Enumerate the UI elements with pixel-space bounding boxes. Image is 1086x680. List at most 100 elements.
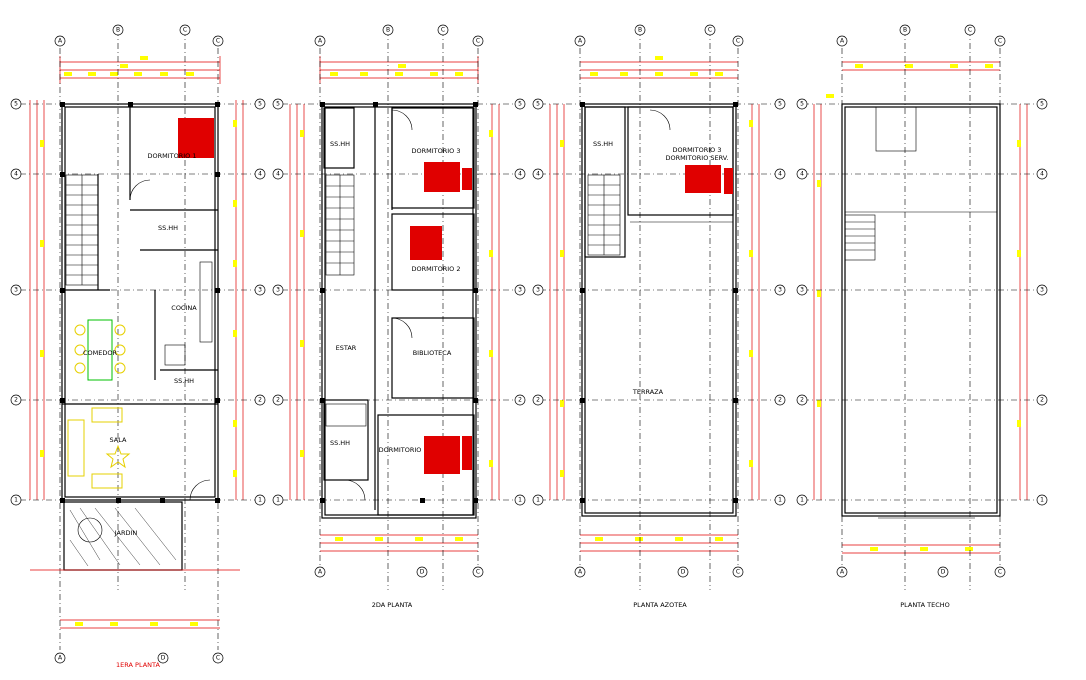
grid-axes [803,30,1038,590]
svg-text:C: C [441,27,445,34]
room-label: DORMITORIO 3 [672,146,721,154]
room-label: COCINA [171,304,197,312]
svg-text:4: 4 [14,171,18,178]
svg-text:2: 2 [518,397,522,404]
dimension-lines-sides [29,100,244,500]
svg-text:2: 2 [800,397,804,404]
walls [321,103,477,519]
svg-text:B: B [638,27,642,34]
grid-axes [282,30,515,590]
room-label: SS.HH [593,140,613,148]
grid-bubbles: A B C C 5 4 3 2 1 5 4 3 2 1 A D C [796,24,1048,578]
svg-text:C: C [998,38,1002,45]
svg-text:1: 1 [14,497,18,504]
svg-text:1: 1 [536,497,540,504]
svg-text:D: D [161,655,166,662]
svg-text:2: 2 [14,397,18,404]
svg-text:A: A [578,569,583,576]
grid-bubbles: A B C C 5 4 3 2 1 5 4 3 2 1 A D C [532,24,786,578]
plan-title: PLANTA AZOTEA [633,601,687,609]
dimension-lines-top [59,56,221,84]
svg-text:B: B [116,27,120,34]
svg-text:2: 2 [258,397,262,404]
svg-text:5: 5 [276,101,280,108]
svg-text:C: C [736,569,740,576]
svg-text:2: 2 [276,397,280,404]
svg-text:4: 4 [536,171,540,178]
room-label: TERRAZA [632,388,664,396]
plan-title: 1ERA PLANTA [116,661,160,669]
furniture [325,162,472,474]
svg-text:C: C [216,38,220,45]
dimension-lines [549,56,760,552]
svg-text:A: A [318,569,323,576]
staircase [587,174,621,256]
svg-text:C: C [476,38,480,45]
walls [581,103,737,517]
grid-axes [540,30,775,590]
plan-second-floor: SS.HH DORMITORIO 3 DORMITORIO 2 ESTAR BI… [272,24,526,609]
svg-text:5: 5 [518,101,522,108]
dimension-lines [813,61,1028,554]
room-label: SS.HH [174,377,194,385]
staircase [65,174,99,286]
svg-text:4: 4 [1040,171,1044,178]
room-label: SALA [110,436,127,444]
svg-text:4: 4 [276,171,280,178]
svg-text:3: 3 [14,287,18,294]
grid-axes [20,30,255,650]
walls [61,103,219,501]
svg-text:C: C [968,27,972,34]
dimension-lines [289,56,500,552]
svg-text:1: 1 [276,497,280,504]
room-label: DORMITORIO [379,446,422,454]
svg-text:B: B [386,27,390,34]
svg-text:4: 4 [518,171,522,178]
room-label: SS.HH [330,140,350,148]
svg-text:C: C [183,27,187,34]
svg-text:C: C [476,569,480,576]
svg-text:1: 1 [258,497,262,504]
svg-text:D: D [420,569,425,576]
svg-text:A: A [318,38,323,45]
room-label: COMEDOR [83,349,117,357]
room-label: DORMITORIO 2 [411,265,460,273]
svg-text:A: A [58,655,63,662]
svg-text:1: 1 [778,497,782,504]
svg-text:3: 3 [800,287,804,294]
room-label: SS.HH [330,439,350,447]
svg-text:D: D [681,569,686,576]
svg-text:D: D [941,569,946,576]
svg-text:1: 1 [518,497,522,504]
room-label: DORMITORIO 3 [411,147,460,155]
structural-columns [580,102,738,503]
room-label: ESTAR [336,344,357,352]
svg-text:2: 2 [536,397,540,404]
svg-text:A: A [58,38,63,45]
svg-text:C: C [216,655,220,662]
room-label: BIBLIOTECA [413,349,452,357]
structural-columns [320,102,478,503]
garden [30,501,240,629]
svg-text:4: 4 [258,171,262,178]
svg-text:A: A [840,38,845,45]
room-label: DORMITORIO SERV. [666,154,729,162]
svg-text:4: 4 [800,171,804,178]
svg-text:3: 3 [536,287,540,294]
svg-text:2: 2 [1040,397,1044,404]
furniture [685,165,733,194]
svg-text:3: 3 [1040,287,1044,294]
svg-text:4: 4 [778,171,782,178]
svg-text:5: 5 [800,101,804,108]
svg-text:C: C [708,27,712,34]
svg-text:3: 3 [258,287,262,294]
room-label: DORMITORIO 1 [147,152,196,160]
svg-text:5: 5 [14,101,18,108]
structural-columns [60,102,220,503]
svg-text:A: A [578,38,583,45]
plan-title: PLANTA TECHO [900,601,950,609]
grid-bubbles: A B C C 5 4 3 2 1 5 4 3 2 1 A D C [10,24,266,664]
svg-text:2: 2 [778,397,782,404]
svg-text:B: B [903,27,907,34]
svg-text:3: 3 [778,287,782,294]
